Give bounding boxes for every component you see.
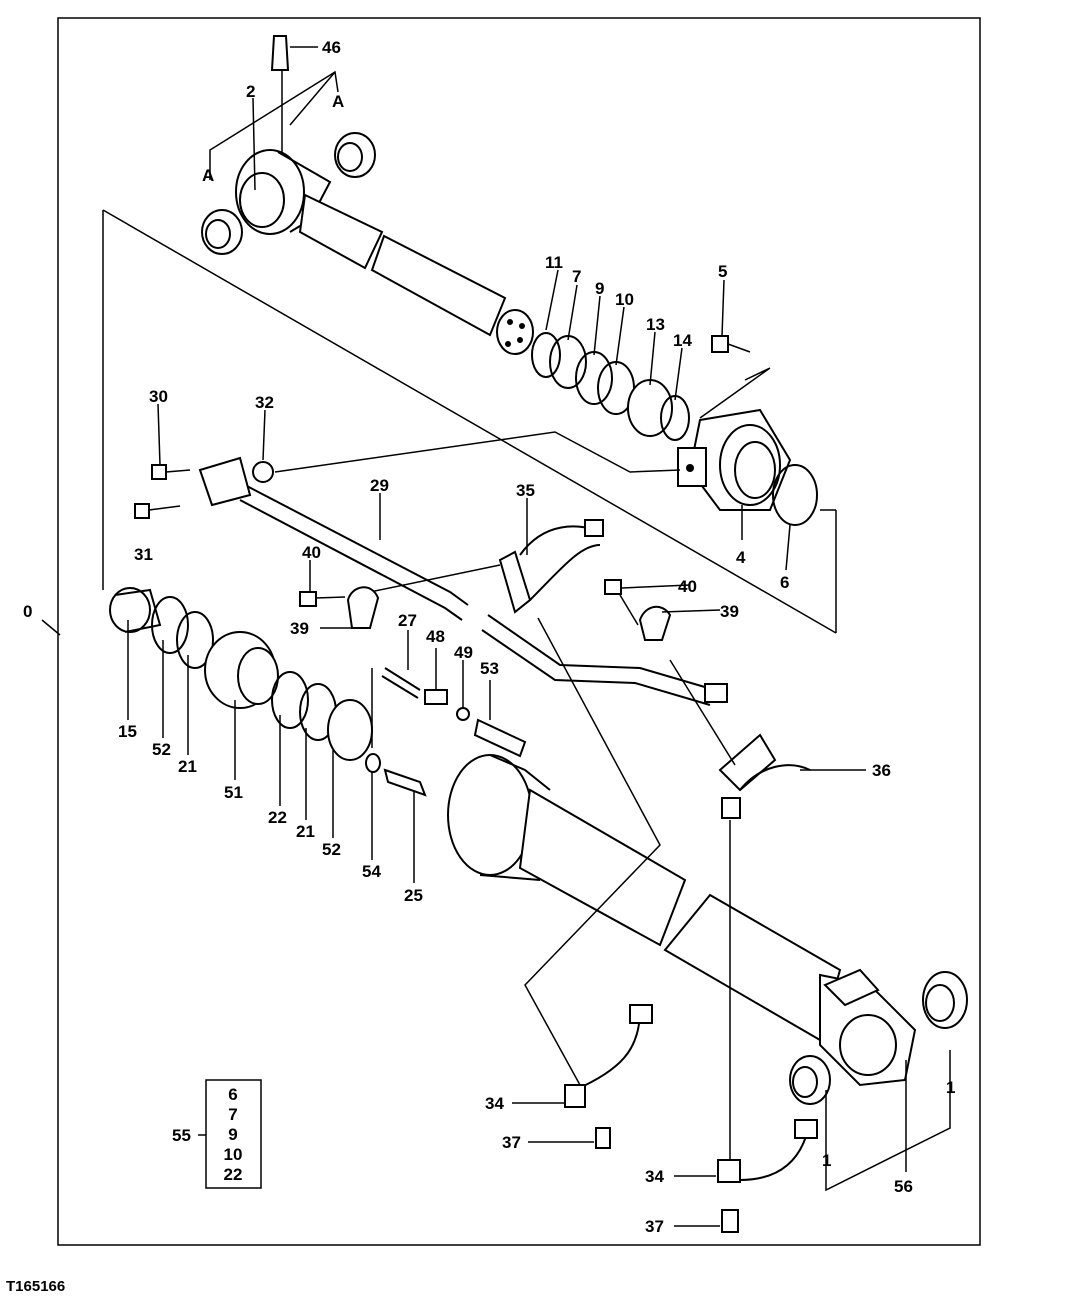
cylinder-head-4	[677, 408, 818, 526]
callout-7: 7	[572, 267, 581, 286]
callout-15: 15	[118, 722, 137, 741]
cylinder-tube	[447, 754, 917, 1087]
callout-40-left: 40	[302, 543, 321, 562]
callout-32: 32	[255, 393, 274, 412]
callout-11: 11	[545, 253, 563, 272]
callout-6: 6	[780, 573, 789, 592]
bushing-1-bracket	[825, 1050, 951, 1192]
clamp-35	[369, 519, 604, 614]
callout-34-left: 34	[485, 1094, 504, 1113]
callout-1-left: 1	[822, 1151, 831, 1170]
relief-valve-parts	[371, 667, 527, 797]
callout-39-right: 39	[720, 602, 739, 621]
callout-39-left: 39	[290, 619, 309, 638]
clamp-36	[669, 659, 811, 1160]
callout-46: 46	[322, 38, 341, 57]
piston-rod	[235, 149, 534, 355]
callout-leader-lines	[127, 46, 907, 1227]
callout-52-left: 52	[152, 740, 171, 759]
bushings-A	[201, 70, 376, 255]
bushings-1-rear	[789, 971, 968, 1105]
clamp-39-40-right	[604, 579, 672, 641]
callout-37-left: 37	[502, 1133, 521, 1152]
callout-35: 35	[516, 481, 535, 500]
kit-item: 7	[228, 1105, 237, 1124]
callout-2: 2	[246, 82, 255, 101]
kit-box-55	[205, 1079, 262, 1189]
callout-51: 51	[224, 783, 243, 802]
kit-item: 9	[228, 1125, 237, 1144]
callout-31: 31	[134, 545, 153, 564]
callout-0: 0	[23, 602, 32, 621]
callout-4: 4	[736, 548, 746, 567]
rod-seal-rings	[531, 332, 690, 441]
callout-13: 13	[646, 315, 665, 334]
clamp-34-right	[717, 1119, 818, 1233]
pipe-29	[239, 484, 728, 706]
callout-A-2: A	[202, 166, 214, 185]
callout-22: 22	[268, 808, 287, 827]
callout-40-right: 40	[678, 577, 697, 596]
callout-5: 5	[718, 262, 727, 281]
callout-54: 54	[362, 862, 381, 881]
diagram-frame	[57, 17, 981, 1246]
callout-14: 14	[673, 331, 692, 350]
clamp-39-40-left	[299, 586, 380, 629]
callout-30: 30	[149, 387, 168, 406]
callout-21-right: 21	[296, 822, 315, 841]
clamp-34-left	[524, 617, 661, 1149]
callout-21-left: 21	[178, 757, 197, 776]
figure-id: T165166	[6, 1278, 66, 1295]
bolt-5	[699, 335, 771, 419]
callout-10: 10	[615, 290, 634, 309]
callout-A-1: A	[332, 92, 344, 111]
callout-25: 25	[404, 886, 423, 905]
callout-34-right: 34	[645, 1167, 664, 1186]
kit-item-list: 6 7 9 10 22	[224, 1085, 243, 1184]
callout-37-right: 37	[645, 1217, 664, 1236]
flange-block-30-31	[134, 431, 681, 519]
callout-52-right: 52	[322, 840, 341, 859]
piston-assembly	[109, 587, 381, 773]
callout-9: 9	[595, 279, 604, 298]
callout-36: 36	[872, 761, 891, 780]
callout-49: 49	[454, 643, 473, 662]
assembly-bracket-lines	[41, 209, 837, 636]
callout-29: 29	[370, 476, 389, 495]
kit-item: 22	[224, 1165, 243, 1184]
callout-48: 48	[426, 627, 445, 646]
callout-53: 53	[480, 659, 499, 678]
callout-55: 55	[172, 1126, 191, 1145]
callout-labels: 0 46 2 A A 11 7 9 10 13 14 5 30 32 29 35…	[23, 38, 955, 1236]
callout-27: 27	[398, 611, 417, 630]
grease-fitting-46	[270, 35, 290, 152]
kit-item: 6	[228, 1085, 237, 1104]
callout-56: 56	[894, 1177, 913, 1196]
callout-1-right: 1	[946, 1078, 955, 1097]
kit-item: 10	[224, 1145, 243, 1164]
